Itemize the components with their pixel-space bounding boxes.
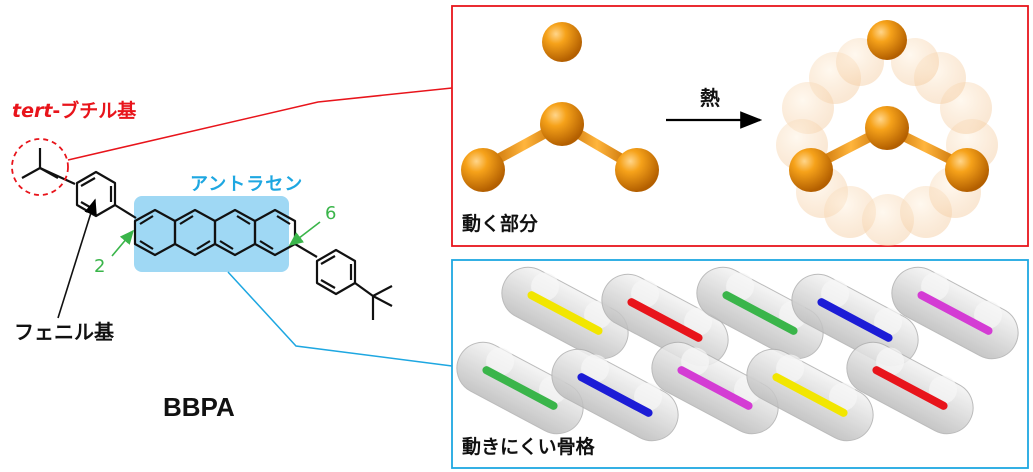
position-2-arrow [111,229,135,257]
molecule-shell-bump [486,347,515,376]
molecule-capsule [791,273,919,367]
position-6-arrow [288,221,321,246]
molecule-rod [577,373,653,417]
molecule-capsule [696,266,824,360]
molecule-shell-bump [829,382,858,411]
connector-red [67,87,453,161]
molecule-shell-bump [821,279,850,308]
molecule-shell-bump [929,375,958,404]
molecule-shell-bump [684,307,713,336]
phenyl-pointer-arrow [57,198,97,319]
molecule-rod [482,366,558,410]
moving-part-label: 動く部分 [462,213,539,235]
tert-butyl-highlight-circle [11,138,69,196]
molecule-shell-bump [581,354,610,383]
molecule-shell-bump [631,279,660,308]
molecule-shell-bump [921,272,950,301]
rigid-frame-label: 動きにくい骨格 [462,436,595,458]
molecule-shell-bump [726,272,755,301]
molecule-shell-bump [974,300,1003,329]
anthracene-label: アントラセン [190,174,304,195]
molecule-capsule [501,266,629,360]
molecule-rod [817,298,893,342]
position-2-label: 2 [94,256,106,277]
position-6-label: 6 [325,203,337,224]
molecule-capsule [601,273,729,367]
tert-butyl-right [354,282,393,320]
molecule-shell-bump [531,272,560,301]
molecule-capsule [551,348,679,442]
molecule-rod [677,366,753,410]
rotation-ghosts [776,38,998,246]
tert-butyl-label: tert-ブチル基 [12,102,136,121]
molecule-rod [627,298,703,342]
molecular-packing [456,266,1019,442]
tert-prefix: tert [12,100,53,122]
tert-butyl-model-rotating [776,20,998,246]
molecule-shell-bump [681,347,710,376]
anthracene-highlight [134,196,289,272]
molecule-rod [722,291,798,335]
heat-label: 熱 [700,86,720,110]
phenyl-ring-left [75,170,137,219]
compound-name: BBPA [163,392,235,422]
anthracene-core [133,208,297,257]
molecule-rod [917,291,993,335]
molecule-shell-bump [776,354,805,383]
molecule-rod [772,373,848,417]
tert-suffix: -ブチル基 [52,100,137,122]
tert-butyl-model-static [461,22,659,192]
molecule-shell-bump [634,382,663,411]
molecule-shell-bump [876,347,905,376]
phenyl-label: フェニル基 [14,320,114,344]
molecule-rod [527,291,603,335]
molecule-capsule [746,348,874,442]
bbpa-structure [11,138,393,320]
molecule-capsule [891,266,1019,360]
tert-butyl-left [21,148,76,186]
molecule-capsule [456,341,584,435]
molecule-rod [872,366,948,410]
molecule-capsule [651,341,779,435]
phenyl-ring-right [294,243,357,296]
molecule-shell-bump [874,307,903,336]
molecule-capsule [846,341,974,435]
connector-cyan [227,271,453,367]
